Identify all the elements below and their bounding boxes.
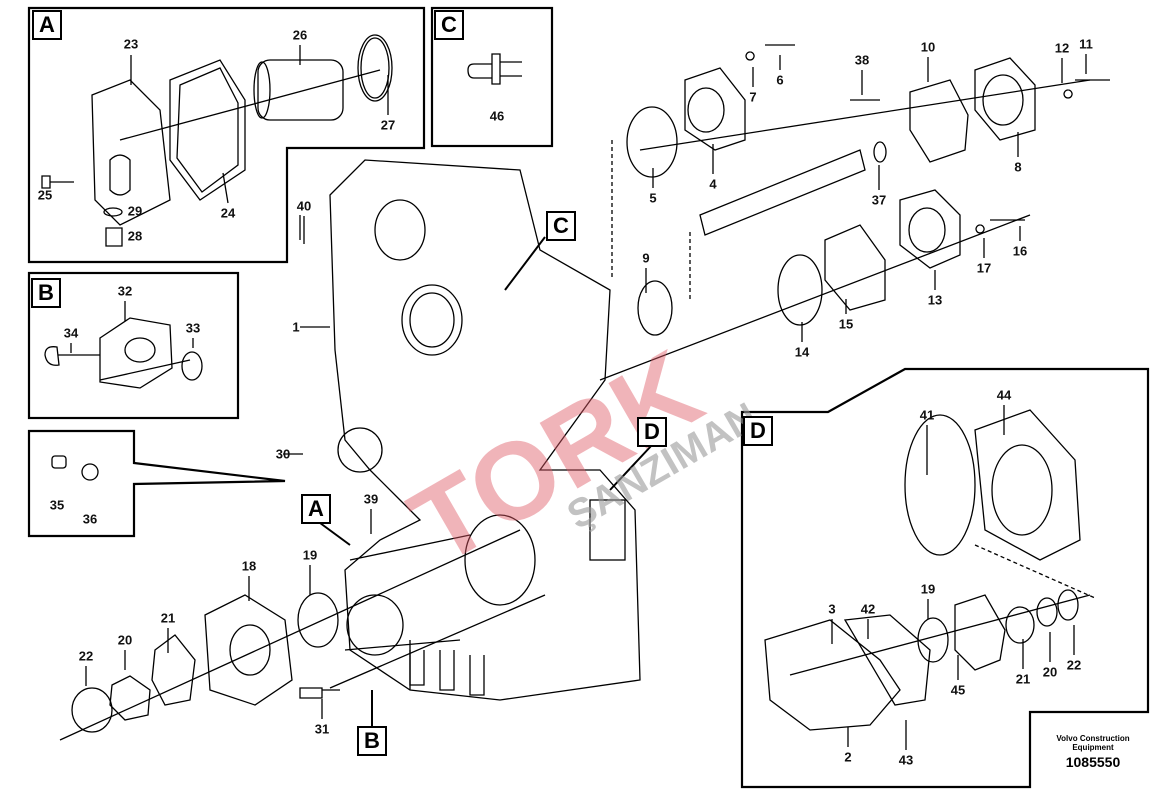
callout-46: 46 [489,108,505,124]
frame-label-a: A [32,10,62,40]
callout-27: 27 [380,117,396,133]
callout-22a: 22 [78,648,94,664]
callout-20a: 20 [117,632,133,648]
callout-8: 8 [1014,159,1022,175]
callout-7: 7 [749,89,757,105]
callout-28: 28 [127,228,143,244]
callout-31: 31 [314,721,330,737]
callout-13: 13 [927,292,943,308]
callout-45: 45 [950,682,966,698]
callout-42: 42 [860,601,876,617]
footer-credit: Volvo Construction Equipment 1085550 [1048,734,1138,770]
callout-44: 44 [996,387,1012,403]
frame-a [27,6,426,264]
callout-20b: 20 [1042,664,1058,680]
frame-b [27,271,240,420]
callout-2: 2 [844,749,852,765]
callout-32: 32 [117,283,133,299]
gearbox-housing-outline [329,159,641,701]
callout-5: 5 [649,190,657,206]
callout-26: 26 [292,27,308,43]
callout-11: 11 [1079,36,1093,52]
frame-c [430,6,554,148]
callout-23: 23 [123,36,139,52]
callout-3: 3 [828,601,836,617]
callout-1: 1 [292,319,300,335]
callout-22b: 22 [1066,657,1082,673]
callout-36: 36 [82,511,98,527]
frame-label-d: D [743,416,773,446]
company-line-1: Volvo Construction [1056,734,1130,743]
callout-40: 40 [296,198,312,214]
callout-37: 37 [871,192,887,208]
drawing-number: 1085550 [1065,754,1121,770]
callout-4: 4 [709,176,717,192]
callout-18: 18 [241,558,257,574]
frame-d [740,367,1150,789]
callout-17: 17 [976,260,992,276]
callout-24: 24 [220,205,236,221]
pointer-label-b: B [357,726,387,756]
pointer-label-d: D [637,417,667,447]
callout-41: 41 [919,407,935,423]
callout-21a: 21 [160,610,176,626]
pointer-label-a: A [301,494,331,524]
callout-29: 29 [127,203,143,219]
frame-label-c: C [434,10,464,40]
callout-34: 34 [63,325,79,341]
callout-15: 15 [838,316,854,332]
callout-38: 38 [854,52,870,68]
callout-43: 43 [898,752,914,768]
callout-21b: 21 [1015,671,1031,687]
frame-small [27,429,286,538]
callout-10: 10 [920,39,936,55]
callout-16: 16 [1012,243,1028,259]
callout-39: 39 [363,491,379,507]
pointer-label-c: C [546,211,576,241]
callout-19b: 19 [920,581,936,597]
callout-30: 30 [275,446,291,462]
company-line-2: Equipment [1072,743,1114,752]
frame-label-b: B [31,278,61,308]
callout-14: 14 [794,344,810,360]
callout-25: 25 [37,187,53,203]
callout-6: 6 [776,72,784,88]
callout-35: 35 [49,497,65,513]
callout-12: 12 [1054,40,1070,56]
callout-9: 9 [642,250,650,266]
callout-33: 33 [185,320,201,336]
callout-19a: 19 [302,547,318,563]
